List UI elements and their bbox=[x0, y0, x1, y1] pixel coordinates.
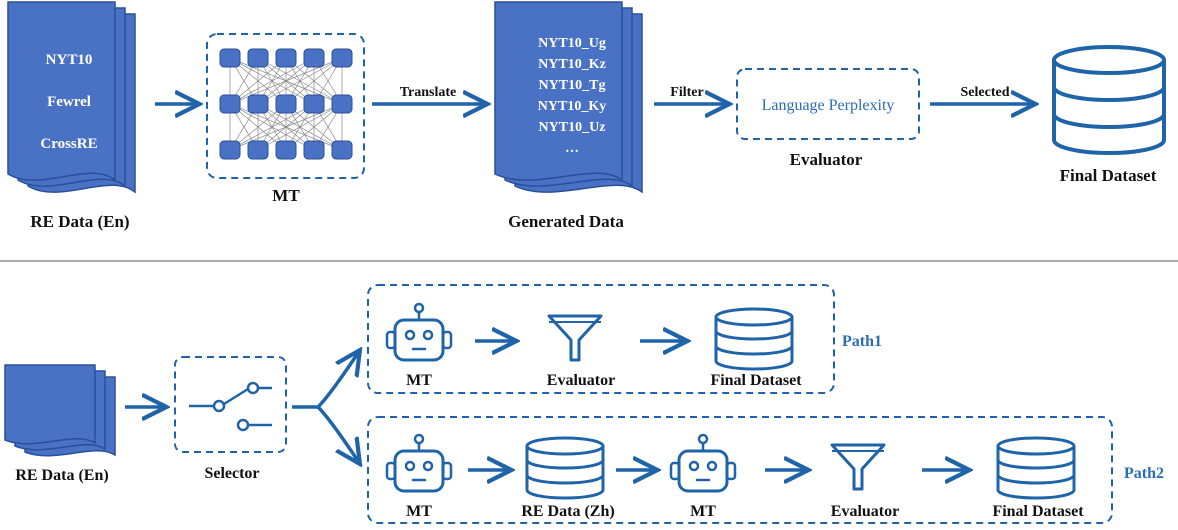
generated-item-ug: NYT10_Ug bbox=[538, 36, 606, 51]
path1-final-dataset-label: Final Dataset bbox=[710, 372, 802, 389]
path1-name: Path1 bbox=[842, 333, 882, 350]
generated-item-ky: NYT10_Ky bbox=[538, 99, 606, 114]
generated-data-document-stack-icon bbox=[494, 1, 643, 194]
generated-item-more: … bbox=[565, 141, 579, 156]
path2-final-database-icon bbox=[996, 436, 1076, 500]
mt-label: MT bbox=[272, 186, 300, 205]
evaluator-box bbox=[736, 68, 920, 140]
nn-node bbox=[303, 48, 325, 68]
path2-re-data-zh-database-icon bbox=[525, 436, 605, 500]
generated-item-tg: NYT10_Tg bbox=[539, 78, 606, 93]
re-data-item-crossre: CrossRE bbox=[40, 136, 97, 152]
nn-node bbox=[219, 94, 241, 114]
final-dataset-label: Final Dataset bbox=[1060, 166, 1157, 185]
evaluator-label: Evaluator bbox=[790, 150, 863, 169]
re-data-document-stack-icon bbox=[7, 1, 136, 194]
path1-box bbox=[367, 284, 835, 394]
switch-icon bbox=[189, 381, 272, 432]
branch-arrows bbox=[292, 353, 358, 461]
evaluator-box-text: Language Perplexity bbox=[762, 97, 895, 114]
path2-mt-label-2: MT bbox=[690, 503, 716, 520]
selector-box bbox=[174, 356, 287, 453]
path1-robot-icon bbox=[385, 302, 453, 362]
re-data-item-nyt10: NYT10 bbox=[46, 52, 93, 68]
re-data-item-fewrel: Fewrel bbox=[47, 94, 91, 110]
nn-node bbox=[247, 94, 269, 114]
nn-node bbox=[219, 48, 241, 68]
nn-node bbox=[331, 48, 353, 68]
generated-item-uz: NYT10_Uz bbox=[539, 120, 606, 135]
re-data-label: RE Data (En) bbox=[30, 212, 129, 231]
translate-label: Translate bbox=[400, 85, 457, 100]
bottom-re-data-label: RE Data (En) bbox=[15, 467, 108, 484]
nn-node bbox=[219, 140, 241, 160]
selector-label: Selector bbox=[204, 465, 259, 482]
path2-funnel-icon bbox=[830, 443, 886, 491]
nn-edge bbox=[229, 57, 315, 105]
path1-evaluator-label: Evaluator bbox=[547, 372, 615, 389]
nn-edge bbox=[229, 103, 315, 151]
filter-label: Filter bbox=[670, 85, 703, 100]
neural-network-icon bbox=[219, 48, 353, 160]
bottom-re-data-document-stack-icon bbox=[4, 364, 116, 457]
path2-re-data-zh-label: RE Data (Zh) bbox=[521, 503, 614, 520]
path2-evaluator-label: Evaluator bbox=[831, 503, 899, 520]
nn-node bbox=[303, 94, 325, 114]
nn-node bbox=[275, 48, 297, 68]
mt-box bbox=[206, 33, 365, 179]
path2-robot-icon-1 bbox=[385, 433, 453, 493]
nn-node bbox=[303, 140, 325, 160]
nn-edge bbox=[257, 57, 343, 105]
nn-node bbox=[247, 48, 269, 68]
nn-node bbox=[331, 94, 353, 114]
nn-node bbox=[275, 94, 297, 114]
path2-box bbox=[367, 416, 1113, 524]
generated-data-label: Generated Data bbox=[508, 212, 624, 231]
path2-mt-label-1: MT bbox=[406, 503, 432, 520]
path1-mt-label: MT bbox=[406, 372, 432, 389]
nn-node bbox=[275, 140, 297, 160]
path1-database-icon bbox=[714, 307, 794, 371]
nn-node bbox=[331, 140, 353, 160]
final-dataset-database-icon bbox=[1052, 45, 1166, 155]
generated-item-kz: NYT10_Kz bbox=[538, 57, 606, 72]
nn-node bbox=[247, 140, 269, 160]
path1-funnel-icon bbox=[547, 314, 603, 362]
nn-edge bbox=[257, 103, 343, 151]
path2-final-dataset-label: Final Dataset bbox=[992, 503, 1084, 520]
selected-label: Selected bbox=[961, 85, 1010, 100]
path2-robot-icon-2 bbox=[669, 433, 737, 493]
path2-name: Path2 bbox=[1124, 465, 1164, 482]
